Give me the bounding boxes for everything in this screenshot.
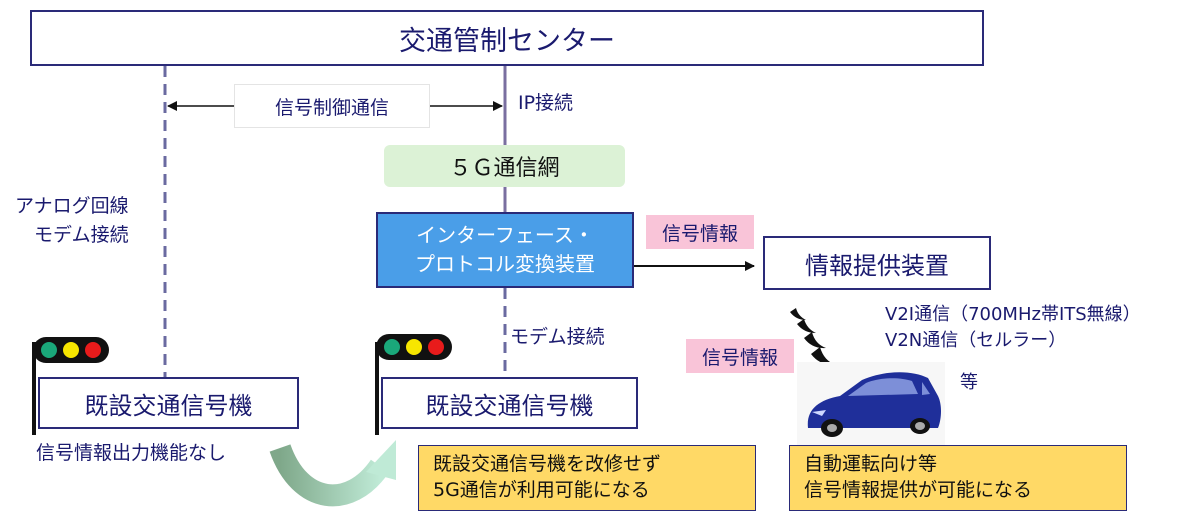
curved-arrow-icon — [269, 440, 396, 507]
green-lamp — [40, 341, 58, 359]
existing-signal-box-right: 既設交通信号機 — [381, 377, 638, 429]
no-output-label: 信号情報出力機能なし — [36, 442, 227, 464]
traffic-control-center-box: 交通管制センター — [30, 10, 984, 66]
note-right-line-2: 信号情報提供が可能になる — [804, 478, 1033, 501]
v2i-label: V2I通信（700MHz帯ITS無線） — [885, 304, 1141, 325]
signal-control-label-box: 信号制御通信 — [234, 84, 430, 128]
analog-label-line-2: モデム接続 — [34, 223, 129, 246]
comm-methods: V2I通信（700MHz帯ITS無線） V2N通信（セルラー） — [885, 302, 1141, 354]
ip-label: IP接続 — [518, 92, 574, 114]
green-lamp — [383, 338, 401, 356]
red-lamp — [427, 338, 445, 356]
info-provision-device-box: 情報提供装置 — [763, 236, 991, 290]
info-provision-device-label: 情報提供装置 — [805, 251, 949, 280]
interface-line-1: インターフェース・ — [416, 223, 594, 247]
existing-signal-box-left: 既設交通信号機 — [38, 377, 299, 429]
signal-info-label-2: 信号情報 — [686, 339, 794, 373]
5g-network-box: ５Ｇ通信網 — [384, 145, 625, 187]
v2n-label: V2N通信（セルラー） — [885, 330, 1067, 352]
car-icon — [797, 362, 945, 448]
note-right-line-1: 自動運転向け等 — [804, 453, 938, 475]
existing-signal-label-right: 既設交通信号機 — [425, 391, 594, 420]
interface-line-2: プロトコル変換装置 — [415, 252, 595, 276]
signal-info-label-1: 信号情報 — [646, 215, 754, 249]
note-left-line-1: 既設交通信号機を改修せず — [433, 453, 662, 475]
note-box-left: 既設交通信号機を改修せず 5G通信が利用可能になる — [418, 445, 756, 511]
5g-network-label: ５Ｇ通信網 — [449, 156, 560, 181]
signal-control-label: 信号制御通信 — [274, 96, 389, 119]
note-box-right: 自動運転向け等 信号情報提供が可能になる — [789, 445, 1127, 511]
traffic-light-icon — [376, 334, 452, 360]
traffic-light-icon — [33, 337, 109, 363]
red-lamp — [84, 341, 102, 359]
note-left-line-2: 5G通信が利用可能になる — [433, 478, 650, 501]
comm-etc-label: 等 — [960, 372, 978, 393]
yellow-lamp — [405, 338, 423, 356]
analog-label: アナログ回線 モデム接続 — [6, 192, 129, 249]
existing-signal-label-left: 既設交通信号機 — [84, 391, 253, 420]
analog-label-line-1: アナログ回線 — [15, 195, 129, 217]
interface-conversion-box: インターフェース・ プロトコル変換装置 — [376, 212, 634, 288]
traffic-control-center-title: 交通管制センター — [399, 25, 615, 57]
modem-label: モデム接続 — [510, 326, 605, 348]
yellow-lamp — [62, 341, 80, 359]
